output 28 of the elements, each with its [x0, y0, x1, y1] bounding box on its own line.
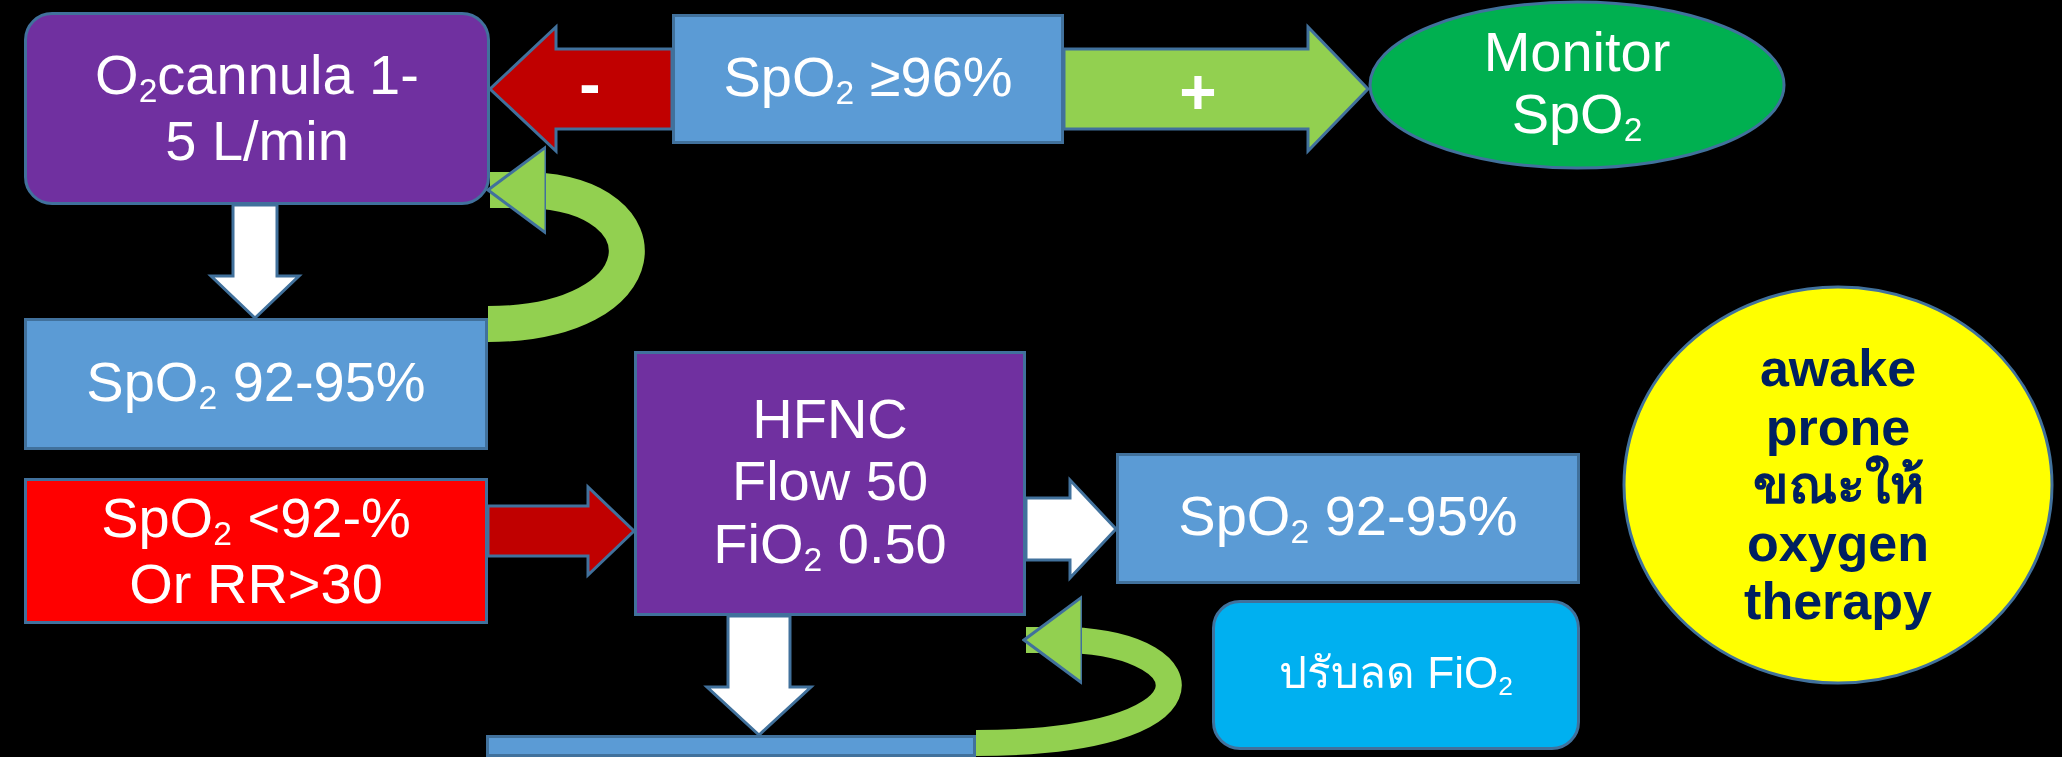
condition-box [1116, 453, 1580, 584]
node-text: SpO$_{2}$ <92-% Or RR>30 [100, 486, 412, 616]
arrow [487, 23, 674, 155]
arrow [703, 614, 815, 738]
node-text: Monitor SpO$_{2}$ [1482, 20, 1672, 150]
arrow [486, 483, 637, 579]
arrow [1024, 476, 1119, 582]
node-text: SpO$_{2}$ 92-95% [1177, 485, 1519, 552]
arrow [1062, 23, 1371, 155]
condition-box [24, 318, 488, 450]
node-text: SpO$_{2}$ 92-95% [85, 351, 427, 417]
node-text: ปรับลด FiO$_{2}$ [1278, 648, 1514, 702]
condition-box [24, 478, 488, 624]
arrow [975, 595, 1182, 756]
node-text: HFNC Flow 50 FiO$_{2}$ 0.50 [712, 387, 948, 580]
process-box [24, 12, 490, 205]
node-text: O$_{2}$cannula 1- 5 L/min [94, 44, 420, 173]
monitor-ellipse [1368, 0, 1786, 170]
note-circle [1622, 285, 2054, 685]
edge-label: + [1179, 60, 1217, 124]
empty-box [486, 735, 976, 757]
condition-box [672, 14, 1064, 144]
process-box [634, 351, 1026, 616]
node-text: SpO$_{2}$ ≥96% [722, 46, 1014, 112]
node-text: awake prone ขณะให้ oxygen therapy [1743, 339, 1933, 631]
action-box [1212, 600, 1580, 750]
edge-label: - [579, 52, 601, 116]
arrow [207, 203, 303, 321]
